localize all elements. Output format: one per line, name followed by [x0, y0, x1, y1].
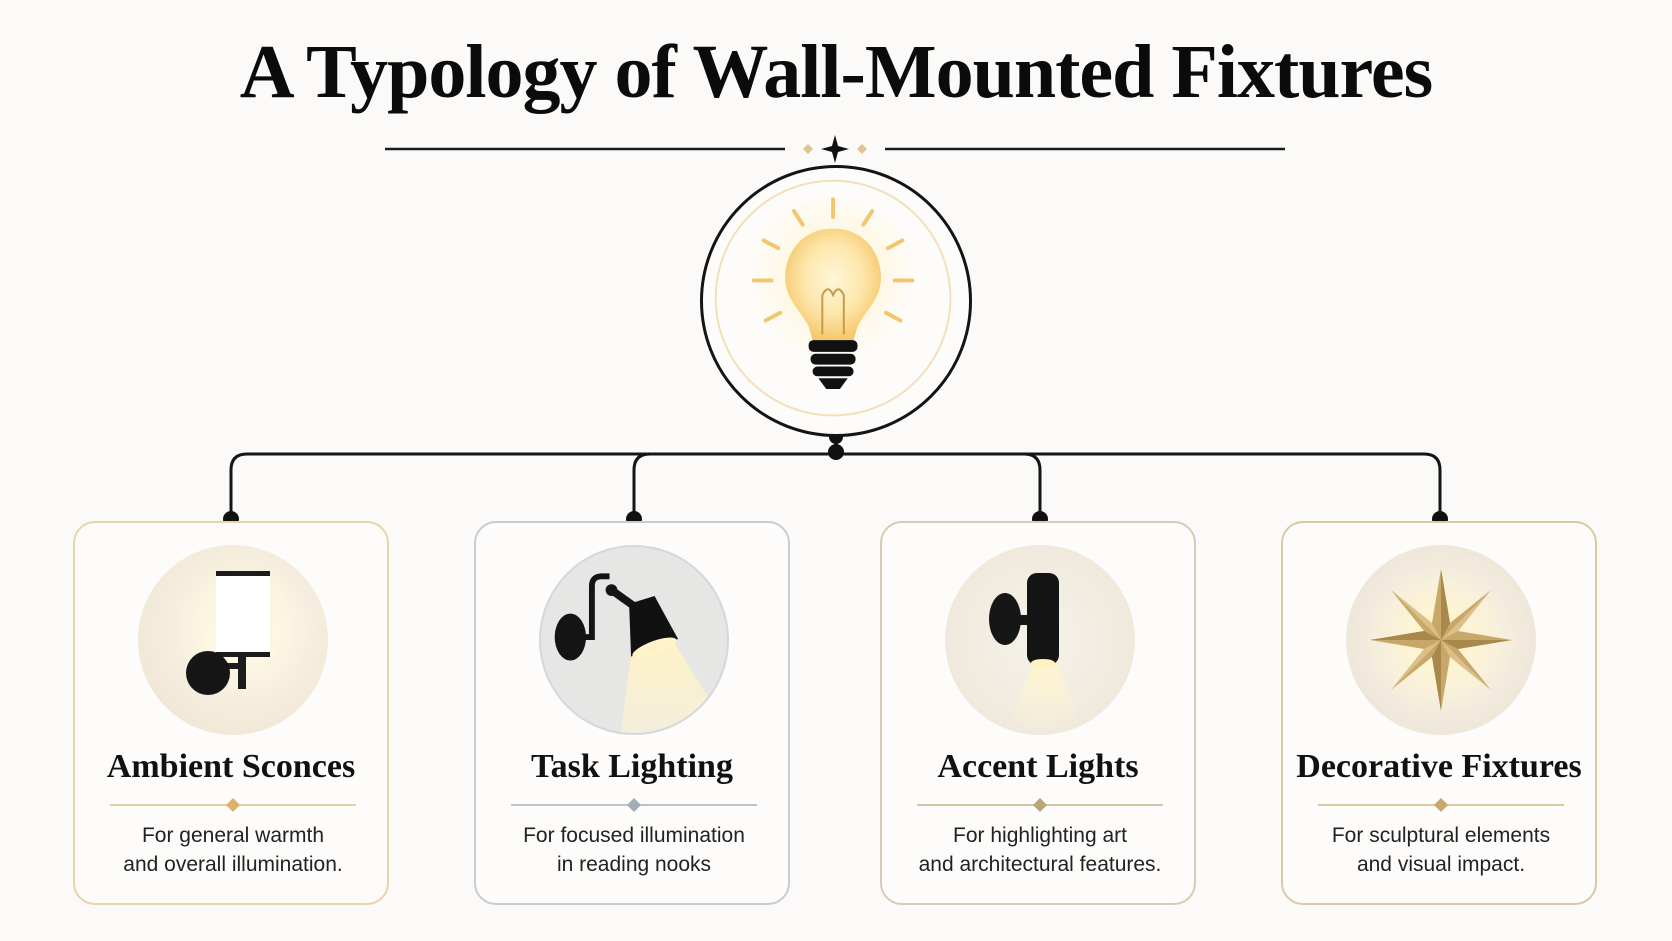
page-title: A Typology of Wall-Mounted Fixtures — [239, 30, 1433, 114]
card-description: For focused illumination in reading nook… — [523, 824, 745, 876]
icon-disc — [539, 545, 729, 735]
card-title: Accent Lights — [937, 748, 1139, 785]
category-card-ambient-sconces: Ambient Sconces For general warmth and o… — [73, 521, 389, 905]
hub-circle — [700, 165, 972, 437]
card-description: For sculptural elements and visual impac… — [1331, 824, 1551, 876]
card-description: For general warmth and overall illuminat… — [123, 824, 343, 876]
card-title: Decorative Fixtures — [1296, 748, 1582, 785]
category-card-task-lighting: Task Lighting For focused illumination i… — [474, 521, 790, 905]
card-divider — [1318, 798, 1564, 812]
spotlight-icon — [989, 573, 1085, 735]
swing-arm-lamp-icon — [554, 573, 727, 733]
light-bulb-icon — [714, 179, 952, 417]
card-divider — [917, 798, 1163, 812]
card-description: For highlighting art and architectural f… — [918, 824, 1162, 876]
card-divider — [110, 798, 356, 812]
card-title: Ambient Sconces — [106, 748, 356, 785]
category-card-decorative-fixtures: Decorative Fixtures For sculptural eleme… — [1281, 521, 1597, 905]
category-card-accent-lights: Accent Lights For highlighting art and a… — [880, 521, 1196, 905]
card-title: Task Lighting — [531, 748, 733, 785]
star-fixture-icon — [1363, 562, 1519, 718]
icon-disc — [1346, 545, 1536, 735]
icon-disc — [945, 545, 1135, 735]
title-divider — [385, 135, 1285, 163]
card-divider — [511, 798, 757, 812]
cylinder-sconce-icon — [173, 545, 313, 705]
icon-disc — [138, 545, 328, 735]
